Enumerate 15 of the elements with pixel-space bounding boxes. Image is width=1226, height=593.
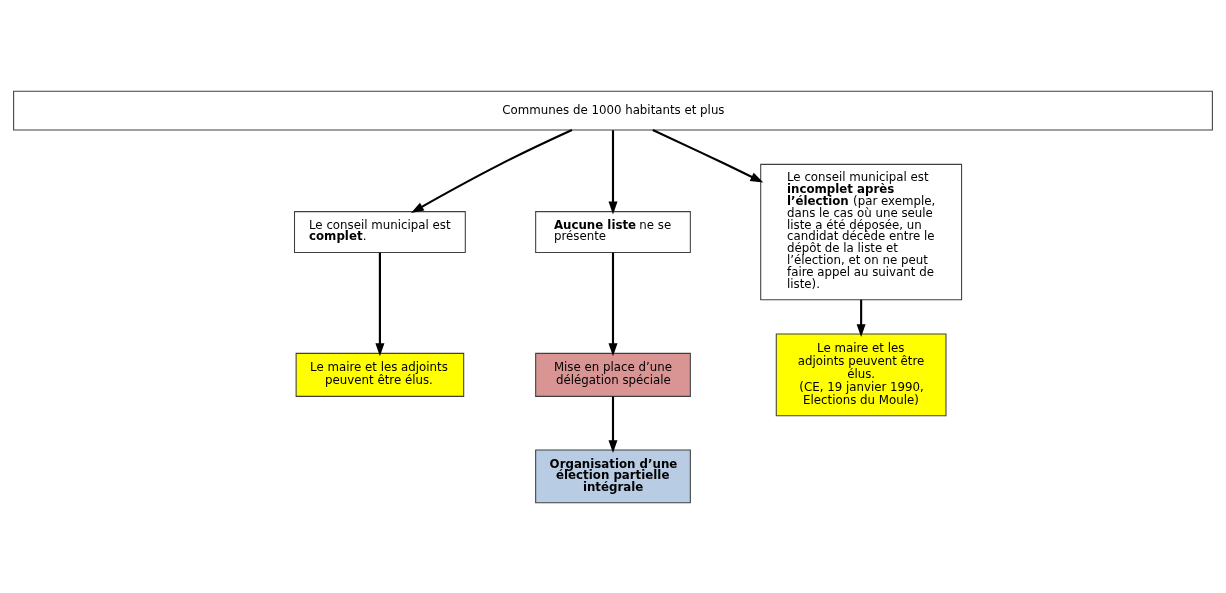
node-box: Le maire et les adjoints peuvent être élus. — [295, 352, 465, 397]
node-box: Le maire et les adjoints peuvent être élus. (CE, 19 janvier 1990, Elections du Moule) — [775, 333, 947, 416]
node-box: Mise en place d’une délégation spéciale — [535, 352, 691, 397]
node-box: Communes de 1000 habitants et plus — [13, 90, 1213, 130]
node-box: Le conseil municipal est complet. — [293, 210, 466, 253]
arrow — [410, 128, 573, 213]
arrow — [608, 129, 618, 214]
node-box: Le conseil municipal est incomplet après l’élection (par exemple, dans le cas où une seule liste a été déposée, un candidat décède entre le dépôt de la liste et l’élection, et on ne peut faire appel au suivant de liste). — [760, 163, 963, 300]
arrow — [608, 252, 618, 356]
arrow — [856, 299, 866, 337]
node-box: Organisation d’une élection partielle intégrale — [535, 449, 691, 503]
node-box: Aucune liste ne se présente — [535, 210, 691, 253]
arrow — [375, 252, 385, 356]
arrow — [608, 396, 618, 453]
arrow — [652, 128, 764, 182]
